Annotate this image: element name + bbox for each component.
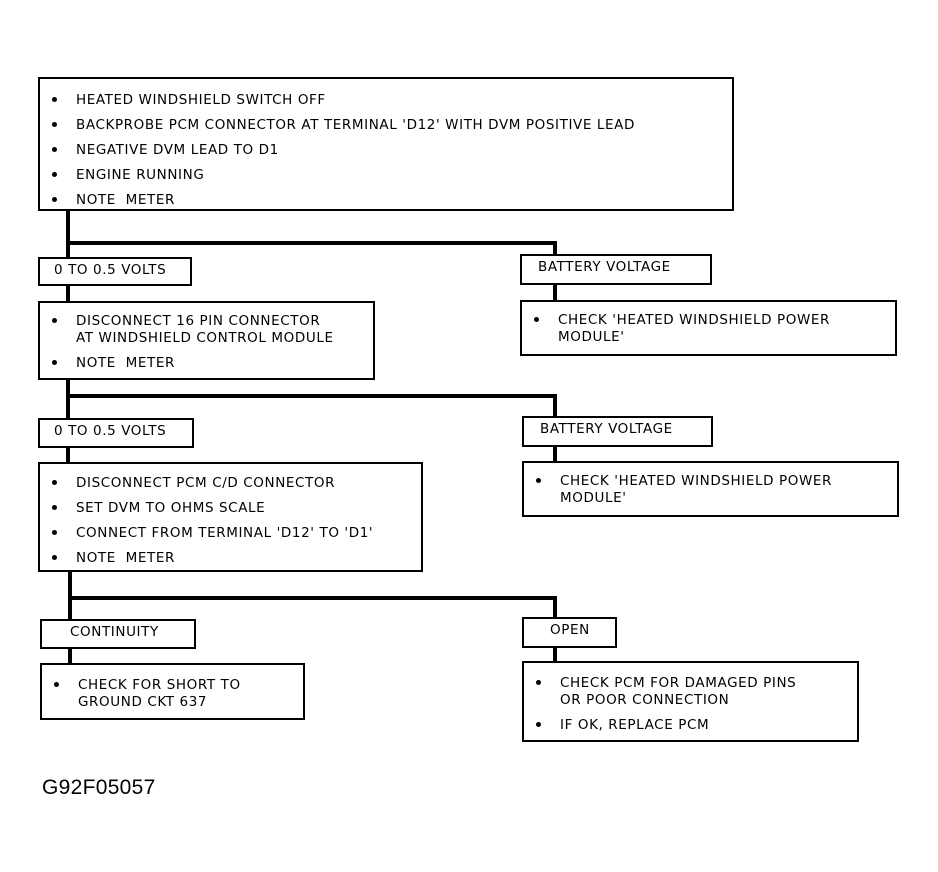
result1-left-label: 0 TO 0.5 VOLTS: [54, 262, 167, 278]
step2-item-1-line-1: DISCONNECT 16 PIN CONNECTOR: [76, 313, 321, 329]
action2-right-line-2: MODULE': [560, 490, 627, 506]
action1-right-box: CHECK 'HEATED WINDSHIELD POWER MODULE': [520, 300, 897, 356]
result3-left-box: CONTINUITY: [40, 619, 196, 649]
action3-left-line-1: CHECK FOR SHORT TO: [78, 677, 241, 693]
step2-item-1-line-2: AT WINDSHIELD CONTROL MODULE: [76, 330, 334, 346]
result2-right-label: BATTERY VOLTAGE: [540, 421, 673, 437]
step3-box: DISCONNECT PCM C/D CONNECTOR SET DVM TO …: [38, 462, 423, 572]
action3-right-box: CHECK PCM FOR DAMAGED PINS OR POOR CONNE…: [522, 661, 859, 742]
step1-item-2: BACKPROBE PCM CONNECTOR AT TERMINAL 'D12…: [76, 117, 635, 133]
step1-item-1: HEATED WINDSHIELD SWITCH OFF: [76, 92, 326, 108]
action3-left-list: CHECK FOR SHORT TO GROUND CKT 637: [50, 677, 293, 711]
step2-box: DISCONNECT 16 PIN CONNECTOR AT WINDSHIEL…: [38, 301, 375, 380]
step1-item-3: NEGATIVE DVM LEAD TO D1: [76, 142, 279, 158]
connector-step3-right: [68, 596, 557, 620]
step3-item-1: DISCONNECT PCM C/D CONNECTOR: [76, 475, 336, 491]
action1-right-list: CHECK 'HEATED WINDSHIELD POWER MODULE': [530, 312, 885, 346]
action2-right-line-1: CHECK 'HEATED WINDSHIELD POWER: [560, 473, 833, 489]
action1-right-line-2: MODULE': [558, 329, 625, 345]
step3-item-4: NOTE METER: [76, 550, 176, 566]
connector-step1-right: [66, 241, 557, 258]
result2-left-box: 0 TO 0.5 VOLTS: [38, 418, 194, 448]
result2-right-box: BATTERY VOLTAGE: [522, 416, 713, 447]
result3-right-label: OPEN: [550, 622, 590, 638]
result1-left-box: 0 TO 0.5 VOLTS: [38, 257, 192, 286]
step3-list: DISCONNECT PCM C/D CONNECTOR SET DVM TO …: [48, 475, 411, 575]
action3-right-item-1-line-2: OR POOR CONNECTION: [560, 692, 730, 708]
step1-item-4: ENGINE RUNNING: [76, 167, 205, 183]
connector-step2-right: [66, 394, 557, 419]
action2-right-box: CHECK 'HEATED WINDSHIELD POWER MODULE': [522, 461, 899, 517]
action3-right-item-1-line-1: CHECK PCM FOR DAMAGED PINS: [560, 675, 797, 691]
step3-item-2: SET DVM TO OHMS SCALE: [76, 500, 266, 516]
step3-item-3: CONNECT FROM TERMINAL 'D12' TO 'D1': [76, 525, 374, 541]
action3-right-list: CHECK PCM FOR DAMAGED PINS OR POOR CONNE…: [532, 675, 847, 734]
figure-id: G92F05057: [42, 776, 156, 799]
result3-right-box: OPEN: [522, 617, 617, 648]
result3-left-label: CONTINUITY: [70, 624, 159, 640]
action3-left-line-2: GROUND CKT 637: [78, 694, 208, 710]
result2-left-label: 0 TO 0.5 VOLTS: [54, 423, 167, 439]
step2-list: DISCONNECT 16 PIN CONNECTOR AT WINDSHIEL…: [48, 313, 363, 372]
step1-item-5: NOTE METER: [76, 192, 176, 208]
action3-left-box: CHECK FOR SHORT TO GROUND CKT 637: [40, 663, 305, 720]
action3-right-item-2: IF OK, REPLACE PCM: [560, 717, 710, 733]
step2-item-2: NOTE METER: [76, 355, 176, 371]
result1-right-label: BATTERY VOLTAGE: [538, 259, 671, 275]
action2-right-list: CHECK 'HEATED WINDSHIELD POWER MODULE': [532, 473, 887, 507]
step1-list: HEATED WINDSHIELD SWITCH OFF BACKPROBE P…: [48, 92, 722, 217]
action1-right-line-1: CHECK 'HEATED WINDSHIELD POWER: [558, 312, 831, 328]
result1-right-box: BATTERY VOLTAGE: [520, 254, 712, 285]
step1-box: HEATED WINDSHIELD SWITCH OFF BACKPROBE P…: [38, 77, 734, 211]
